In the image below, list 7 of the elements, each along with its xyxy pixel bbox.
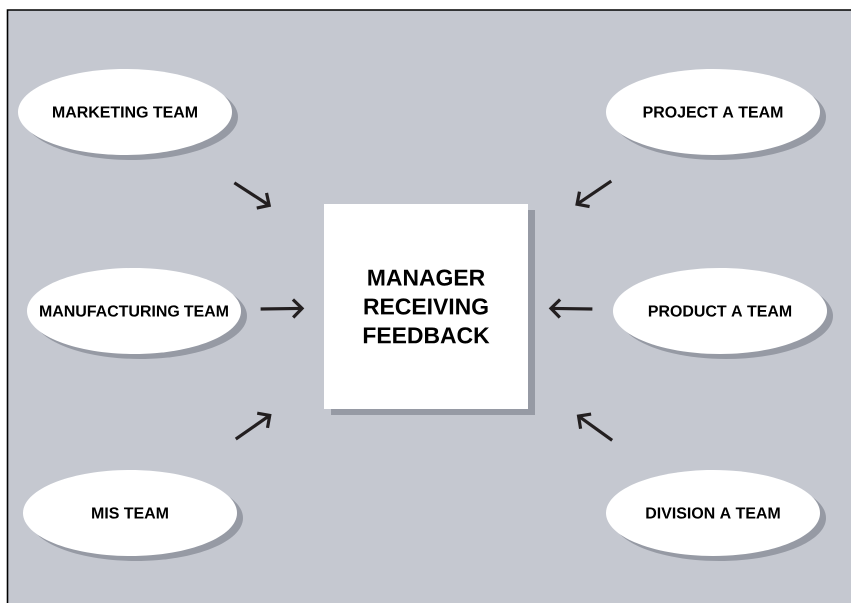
arrow — [575, 180, 612, 208]
manager-box: MANAGER RECEIVING FEEDBACK — [324, 204, 535, 415]
arrow — [233, 181, 272, 210]
arrow — [260, 298, 304, 319]
arrow — [548, 298, 592, 319]
arrow — [234, 412, 272, 440]
arrow — [576, 412, 614, 442]
